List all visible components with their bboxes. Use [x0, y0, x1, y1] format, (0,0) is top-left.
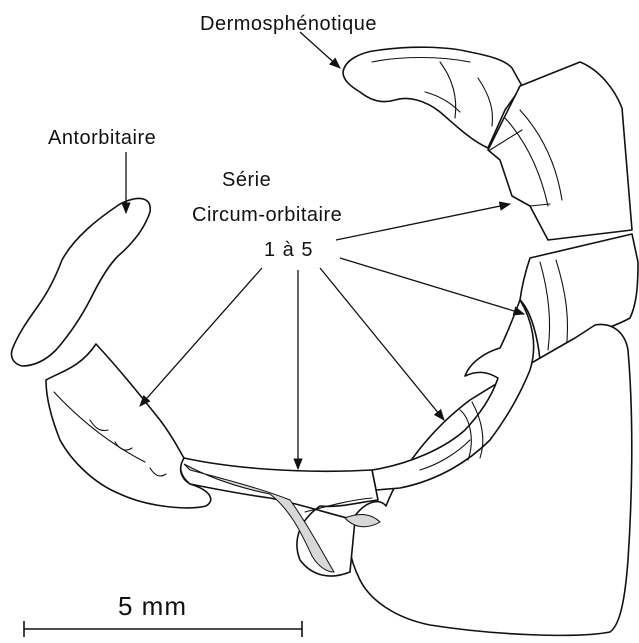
label-antorbitaire: Antorbitaire — [48, 127, 156, 149]
scale-bar: 5 mm — [24, 591, 302, 637]
arrow-circumorbital-5 — [336, 204, 510, 240]
label-dermosphenotique: Dermosphénotique — [200, 13, 377, 35]
arrow-circumorbital-3 — [320, 268, 444, 420]
antorbital-bone — [11, 198, 150, 366]
label-1-a-5: 1 à 5 — [264, 239, 313, 261]
circumorbital-bone-1 — [46, 344, 211, 508]
scale-bar-label: 5 mm — [118, 591, 187, 621]
arrow-circumorbital-4 — [340, 258, 524, 314]
arrow-dermosphenotique — [300, 32, 340, 68]
circumorbital-bone-2 — [181, 458, 380, 576]
dermosphenotic-bone — [343, 47, 522, 148]
label-serie: Série — [222, 169, 271, 191]
arrow-circumorbital-1 — [140, 268, 262, 406]
label-circum-orbitaire: Circum-orbitaire — [192, 204, 342, 226]
